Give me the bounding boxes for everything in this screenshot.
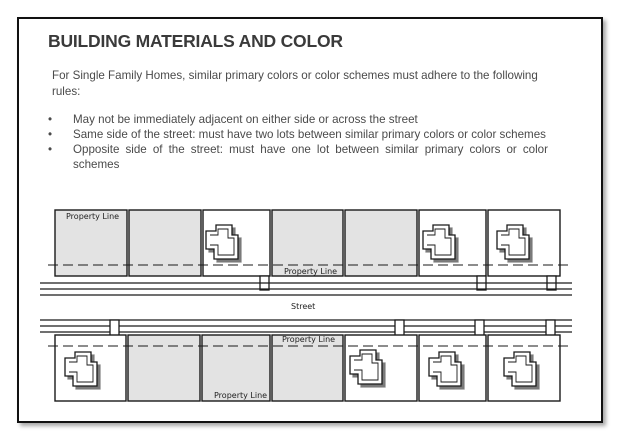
lot-shaded — [128, 209, 202, 277]
intro-paragraph: For Single Family Homes, similar primary… — [52, 69, 538, 98]
property-line-label: Property Line — [282, 335, 335, 344]
rule-item: Same side of the street: must have two l… — [48, 127, 548, 142]
rule-item: May not be immediately adjacent on eithe… — [48, 112, 548, 127]
street-label: Street — [291, 302, 315, 311]
property-line-label: Property Line — [66, 212, 119, 221]
lot-shaded — [127, 334, 201, 402]
rule-item: Opposite side of the street: must have o… — [48, 142, 548, 172]
rules-list: May not be immediately adjacent on eithe… — [48, 112, 548, 172]
lot-layout-diagram: Property Line Property Line Street Prope… — [40, 209, 572, 402]
lot-shaded — [344, 209, 418, 277]
bottom-lot-row — [54, 334, 561, 402]
property-line-label: Property Line — [214, 391, 267, 400]
section-title: BUILDING MATERIALS AND COLOR — [48, 31, 343, 51]
lot-shaded — [271, 334, 344, 402]
property-line-label: Property Line — [284, 267, 337, 276]
